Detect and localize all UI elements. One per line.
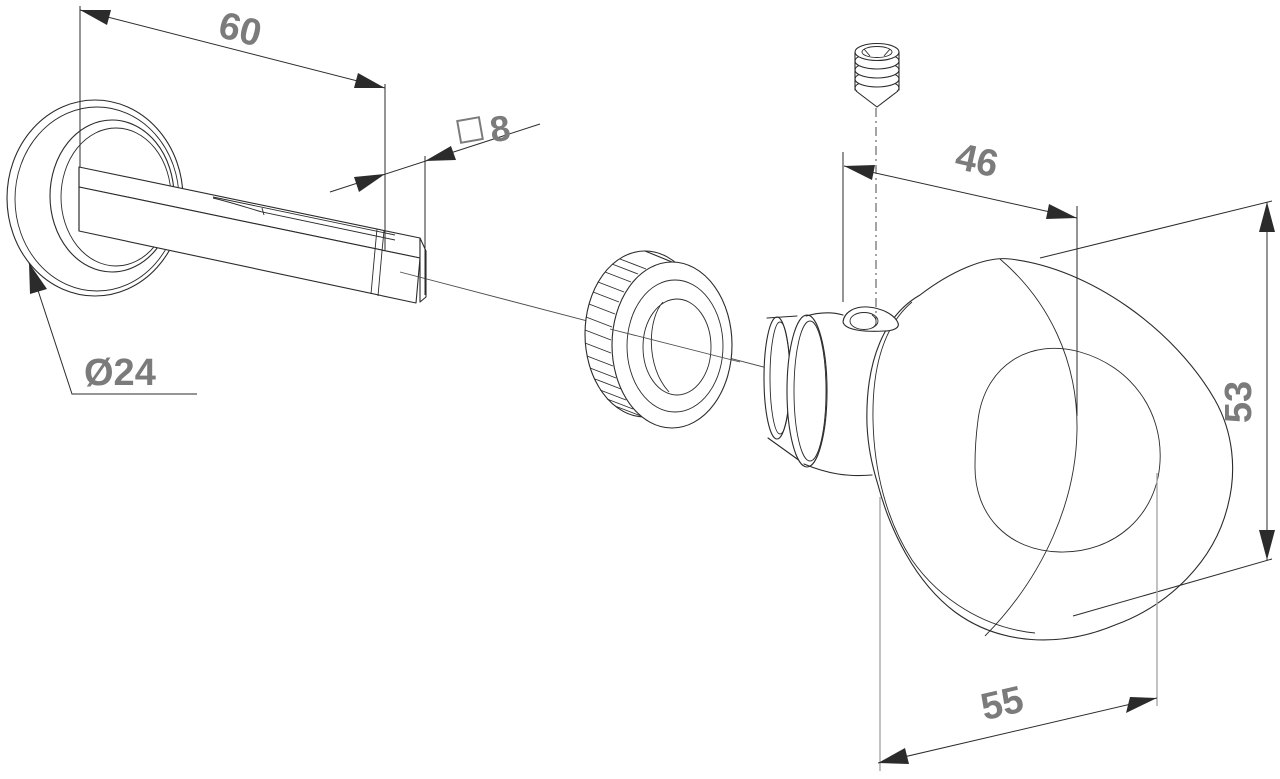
dim-label-24: Ø24 xyxy=(84,352,156,394)
cone-point xyxy=(855,90,899,108)
dim-rose-diameter: Ø24 xyxy=(28,262,197,395)
dim-label-55: 55 xyxy=(977,679,1028,729)
dim-label-8: 8 xyxy=(487,107,513,150)
dim-spindle-square: 8 xyxy=(329,107,541,295)
arrowhead xyxy=(1259,530,1275,560)
arrowhead xyxy=(80,10,111,25)
knob xyxy=(763,258,1234,641)
dim-knob-width: 55 xyxy=(877,473,1158,771)
knurled-ring xyxy=(584,250,733,429)
dim-label-60: 60 xyxy=(214,5,265,56)
arrowhead xyxy=(354,174,385,192)
hex-socket-icon xyxy=(861,46,893,58)
arrowhead xyxy=(878,748,909,764)
arrowhead xyxy=(1126,697,1157,713)
dimension-layer: 60 8 Ø24 46 xyxy=(28,5,1275,771)
dim-knob-height: 53 xyxy=(1039,200,1275,617)
set-screw xyxy=(854,42,900,108)
knurling-hatch xyxy=(584,258,647,417)
dim-spindle-length: 60 xyxy=(79,5,386,250)
square-spindle xyxy=(78,166,427,304)
arrowhead xyxy=(1046,204,1077,219)
arrowhead xyxy=(844,165,875,180)
assembly-centerline-over-ring xyxy=(609,328,741,363)
set-screw-hole-boss xyxy=(842,306,899,332)
dim-label-46: 46 xyxy=(952,136,1002,186)
dim-label-53: 53 xyxy=(1218,381,1260,423)
dim-knob-depth: 46 xyxy=(842,136,1078,416)
arrowhead xyxy=(425,146,456,161)
arrowhead xyxy=(1259,202,1275,232)
arrowhead xyxy=(29,263,47,294)
arrowhead xyxy=(354,73,385,88)
square-section-symbol xyxy=(456,116,484,144)
